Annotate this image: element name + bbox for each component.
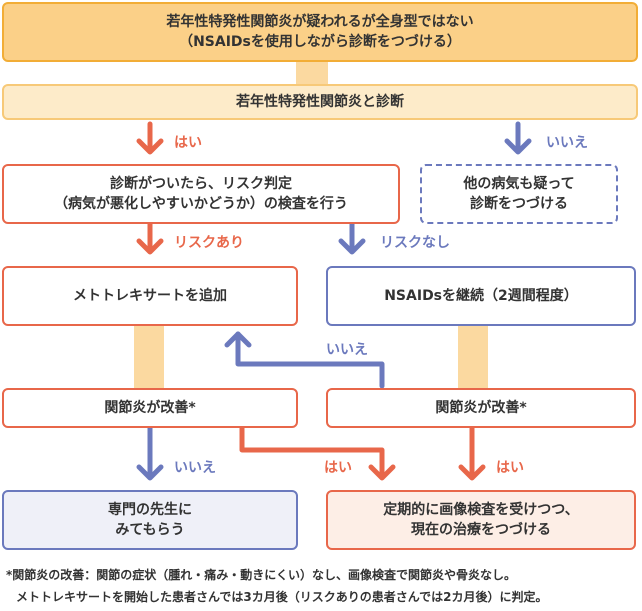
other-disease-box: 他の病気も疑って 診断をつづける xyxy=(420,164,618,224)
improve-right-text: 関節炎が改善* xyxy=(435,399,527,416)
nsaids-box: NSAIDsを継続（2週間程度） xyxy=(326,266,636,326)
connector-nsaids-improve xyxy=(458,326,488,388)
mtx-text: メトトレキサートを追加 xyxy=(73,287,227,304)
label-risk-no: リスクなし xyxy=(380,235,450,251)
specialist-box: 専門の先生に みてもらう xyxy=(2,490,298,550)
arrow-no-1 xyxy=(504,121,532,155)
arrow-yes-mid xyxy=(239,425,396,481)
improve-right-box: 関節炎が改善* xyxy=(326,388,636,428)
label-no-back: いいえ xyxy=(326,342,368,358)
improve-left-box: 関節炎が改善* xyxy=(2,388,298,428)
arrow-yes-1 xyxy=(136,121,164,155)
mtx-box: メトトレキサートを追加 xyxy=(2,266,298,326)
nsaids-text: NSAIDsを継続（2週間程度） xyxy=(384,287,578,304)
specialist-line1: 専門の先生に xyxy=(108,501,192,518)
diagnosis-box: 若年性特発性関節炎と診断 xyxy=(2,84,638,120)
label-no-1: いいえ xyxy=(546,135,588,151)
arrow-no-left xyxy=(136,425,164,481)
connector-mtx-improve xyxy=(134,326,164,388)
arrow-no-back xyxy=(224,331,385,389)
start-box: 若年性特発性関節炎が疑われるが全身型ではない （NSAIDsを使用しながら診断を… xyxy=(2,2,638,62)
risk-test-line2: （病気が悪化しやすいかどうか）の検査を行う xyxy=(54,196,348,212)
specialist-line2: みてもらう xyxy=(115,522,185,538)
label-risk-yes: リスクあり xyxy=(174,235,244,251)
diagnosis-text: 若年性特発性関節炎と診断 xyxy=(236,93,404,110)
label-yes-1: はい xyxy=(174,135,202,151)
label-no-left: いいえ xyxy=(174,460,216,476)
imaging-line1: 定期的に画像検査を受けつつ、 xyxy=(383,501,579,518)
risk-test-line1: 診断がついたら、リスク判定 xyxy=(110,175,292,192)
imaging-box: 定期的に画像検査を受けつつ、 現在の治療をつづける xyxy=(326,490,636,550)
footnote-line1: *関節炎の改善：関節の症状（腫れ・痛み・動きにくい）なし、画像検査で関節炎や骨炎… xyxy=(6,568,517,582)
risk-test-box: 診断がついたら、リスク判定 （病気が悪化しやすいかどうか）の検査を行う xyxy=(2,164,400,224)
connector-top-diagnosis xyxy=(296,62,328,84)
label-yes-mid: はい xyxy=(324,460,352,476)
start-box-line2: （NSAIDsを使用しながら診断をつづける） xyxy=(179,34,461,50)
improve-left-text: 関節炎が改善* xyxy=(104,399,196,416)
other-disease-line1: 他の病気も疑って xyxy=(463,175,575,192)
imaging-line2: 現在の治療をつづける xyxy=(411,522,551,538)
label-yes-right: はい xyxy=(496,460,524,476)
arrow-yes-right xyxy=(458,425,486,481)
arrow-risk-yes xyxy=(136,221,164,255)
start-box-line1: 若年性特発性関節炎が疑われるが全身型ではない xyxy=(166,13,474,30)
footnote-line2: メトトレキサートを開始した患者さんでは3カ月後（リスクありの患者さんでは2カ月後… xyxy=(16,590,548,604)
other-disease-line2: 診断をつづける xyxy=(470,196,568,212)
arrow-risk-no xyxy=(338,221,366,255)
